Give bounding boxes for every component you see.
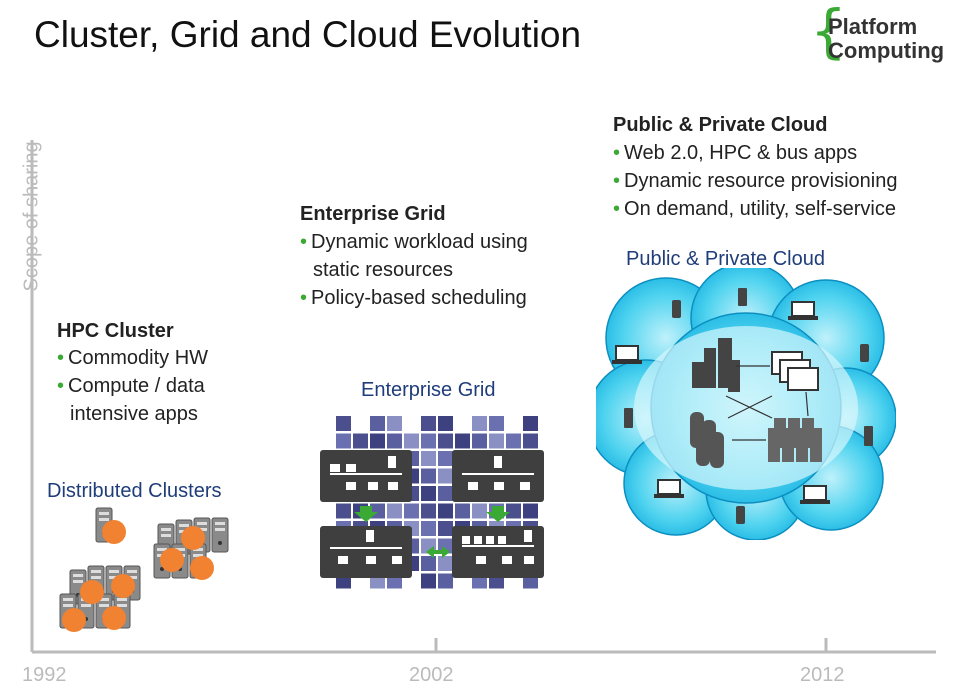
grid-bullet-2: •Policy-based scheduling: [300, 287, 527, 309]
cloud-heading: Public & Private Cloud: [613, 114, 828, 136]
server-rack-icon: [768, 418, 822, 462]
x-tick-label-1992: 1992: [22, 664, 67, 686]
monitor-stack-icon: [771, 351, 819, 391]
x-tick-label-2002: 2002: [409, 664, 454, 686]
network-node-panel-1: [320, 450, 412, 502]
grid-bullet-1: •Dynamic workload using: [300, 231, 528, 253]
platform-computing-logo: { Platform Computing: [810, 0, 960, 70]
flow-arrows-icon: [354, 506, 510, 558]
cloud-bullet-2: •Dynamic resource provisioning: [613, 170, 898, 192]
workload-dots: [62, 520, 214, 632]
network-node-panel-4: [452, 526, 544, 578]
network-node-panel-3: [320, 526, 412, 578]
logo-brace-icon: {: [810, 0, 847, 65]
hpc-bullet-1: •Commodity HW: [57, 347, 209, 369]
distributed-clusters-diagram: [59, 507, 229, 632]
hpc-cluster-heading: HPC Cluster: [57, 320, 174, 342]
page-title: Cluster, Grid and Cloud Evolution: [34, 14, 582, 55]
enterprise-grid-heading: Enterprise Grid: [300, 203, 446, 225]
laptop-icon: [612, 301, 830, 504]
hpc-bullet-2: •Compute / data: [57, 375, 205, 397]
network-node-panel-2: [452, 450, 544, 502]
hpc-bullet-2-cont: intensive apps: [70, 403, 198, 425]
enterprise-grid-label: Enterprise Grid: [361, 379, 496, 401]
grid-bullet-1-cont: static resources: [313, 259, 454, 281]
x-tick-label-2012: 2012: [800, 664, 845, 686]
distributed-clusters-label: Distributed Clusters: [47, 480, 222, 502]
logo-line-1: Platform: [828, 14, 918, 39]
cloud-label: Public & Private Cloud: [626, 248, 825, 270]
cloud-bullet-3: •On demand, utility, self-service: [613, 198, 896, 220]
connection-arrows-icon: [725, 365, 809, 441]
storage-cylinders-icon: [690, 412, 724, 468]
enterprise-grid-diagram: [320, 416, 544, 589]
inner-cloud-glow: [634, 326, 858, 490]
cloud-bullet-1: •Web 2.0, HPC & bus apps: [613, 142, 858, 164]
cloud-diagram: [596, 268, 896, 540]
logo-line-2: Computing: [828, 38, 945, 63]
phone-icon: [624, 288, 873, 524]
building-icon: [692, 338, 740, 392]
